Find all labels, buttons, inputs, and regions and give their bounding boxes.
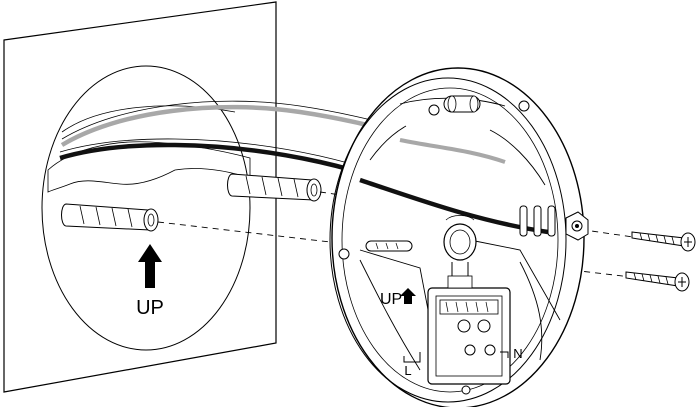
top-cylinder — [443, 95, 481, 113]
slot-left — [365, 240, 413, 252]
wall-plug-right — [227, 173, 322, 202]
wall-recess — [47, 141, 251, 193]
screw-bottom — [625, 271, 690, 292]
live-label: L — [404, 363, 411, 378]
terminal-block — [427, 262, 511, 385]
base-up-label: UP — [380, 291, 402, 308]
boss-bottom — [461, 385, 471, 395]
up-arrow-icon — [138, 244, 162, 288]
neutral-label: N — [513, 346, 522, 361]
mounting-outline — [41, 65, 251, 351]
boss-top-right — [518, 100, 530, 112]
wall-up-label: UP — [136, 297, 164, 319]
slots — [519, 205, 556, 237]
cable-entry — [443, 215, 477, 261]
wall-plug-left — [61, 203, 159, 232]
boss-top-left — [428, 104, 440, 116]
grey-wire-inner — [399, 138, 506, 164]
wall-panel — [3, 1, 277, 393]
neutral-bracket — [500, 351, 509, 358]
up-arrow-icon — [400, 288, 416, 304]
hex-fixing — [565, 211, 589, 241]
screw-top — [631, 231, 696, 252]
base-plate-ribs — [359, 97, 561, 371]
live-bracket — [403, 352, 421, 363]
boss-left — [338, 248, 350, 260]
